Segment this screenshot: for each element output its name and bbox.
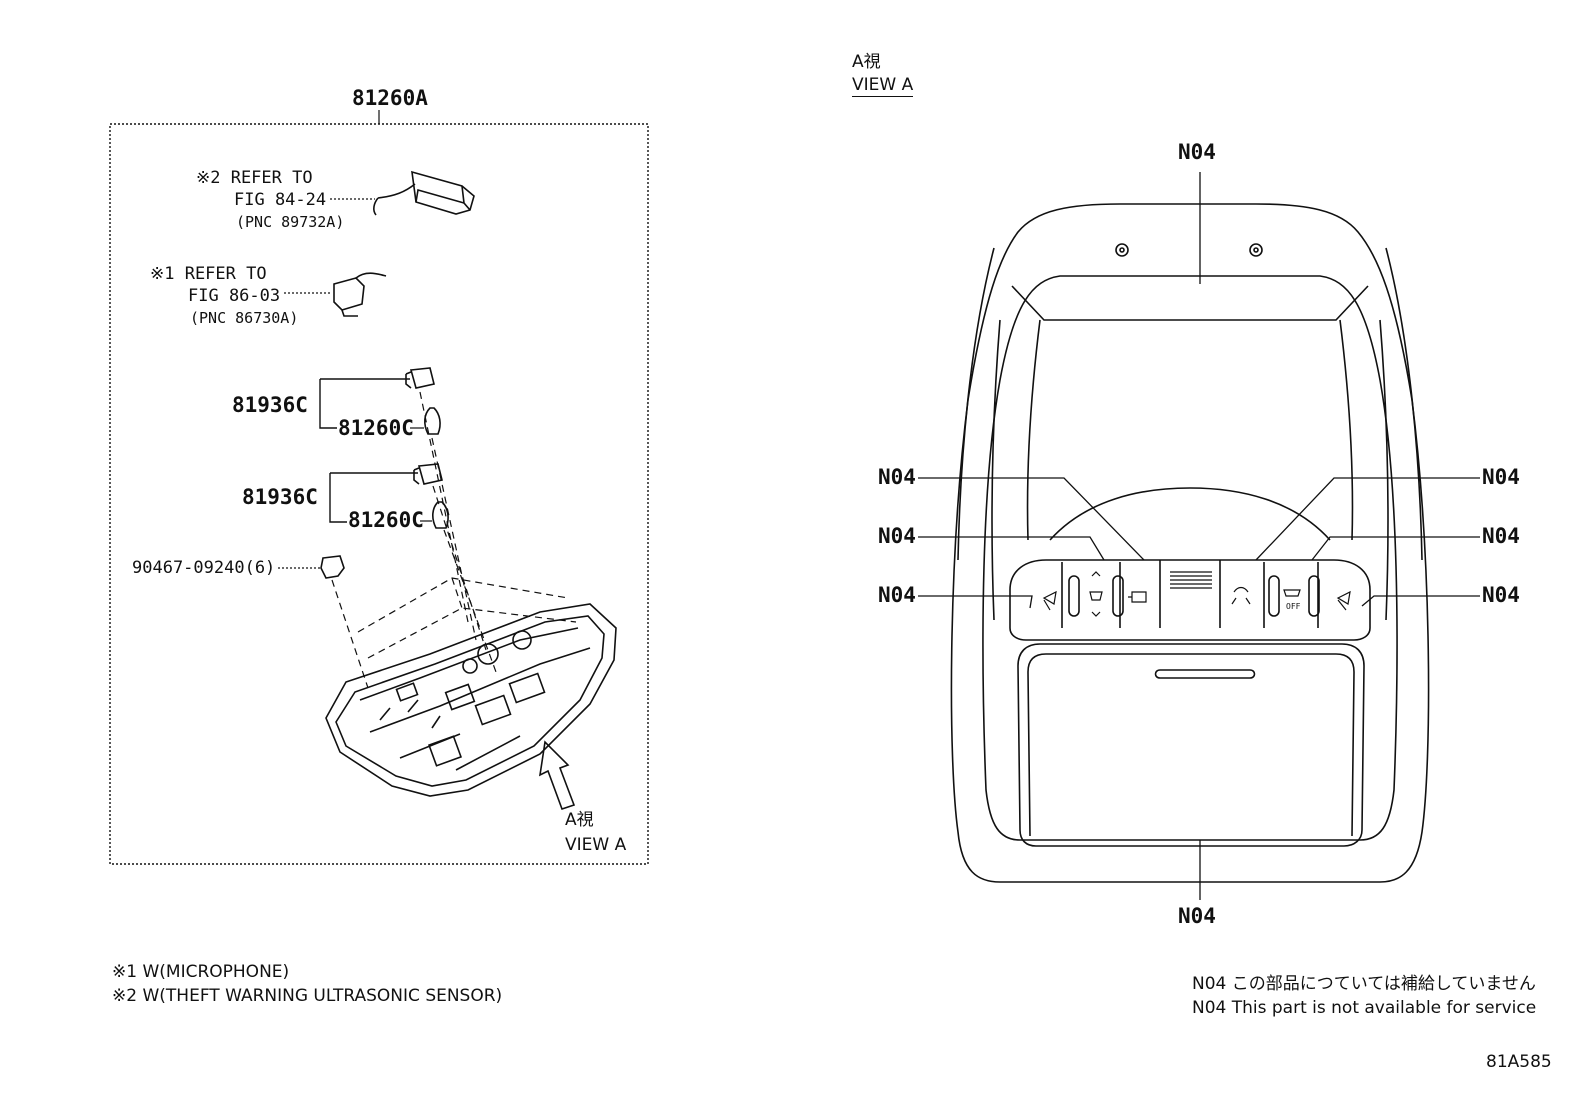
callout-n04-right-1: N04 — [1482, 465, 1520, 489]
part-81260c-lower: 81260C — [348, 508, 424, 532]
footnote-2: ※2 W(THEFT WARNING ULTRASONIC SENSOR) — [112, 986, 503, 1006]
callout-n04-left-2: N04 — [878, 524, 916, 548]
view-a-jp-right: A視 — [852, 52, 881, 72]
part-81936c-upper: 81936C — [232, 393, 308, 417]
footnote-1: ※1 W(MICROPHONE) — [112, 962, 290, 982]
callout-n04-top: N04 — [1178, 140, 1216, 164]
assembly-guide-lines — [331, 391, 577, 689]
overhead-console-assembly — [325, 603, 617, 797]
callout-n04-left-1: N04 — [878, 465, 916, 489]
n04-note-jp: N04 この部品につていては補給していません — [1192, 974, 1536, 994]
bulb-81260c-lower — [420, 501, 449, 529]
ref2-line3: (PNC 89732A) — [236, 213, 345, 231]
assembly-label: 81260A — [352, 86, 428, 110]
ref2-line1: ※2 REFER TO — [196, 168, 313, 188]
view-a-en-left: VIEW A — [565, 835, 627, 855]
console-view-a — [950, 203, 1430, 883]
switch-off-text: OFF — [1286, 602, 1301, 611]
part-81936c-lower: 81936C — [242, 485, 318, 509]
ref1-line1: ※1 REFER TO — [150, 264, 267, 284]
switch-81936c-upper — [319, 367, 435, 429]
ref1-line2: FIG 86-03 — [188, 286, 281, 306]
callout-n04-bottom: N04 — [1178, 904, 1216, 928]
callout-n04-left-3: N04 — [878, 583, 916, 607]
ref2-line2: FIG 84-24 — [234, 190, 327, 210]
part-81260c-upper: 81260C — [338, 416, 414, 440]
callout-n04-right-3: N04 — [1482, 583, 1520, 607]
view-a-arrow — [538, 740, 576, 811]
callout-leaders — [918, 172, 1480, 900]
figure-code: 81A585 — [1486, 1052, 1552, 1072]
bulb-81260c-upper — [410, 407, 441, 435]
switch-81936c-lower — [329, 463, 443, 523]
ultrasonic-sensor-part — [330, 170, 475, 216]
part-clip: 90467-09240(6) — [132, 558, 276, 578]
callout-n04-right-2: N04 — [1482, 524, 1520, 548]
n04-note-en: N04 This part is not available for servi… — [1192, 998, 1537, 1018]
assembly-frame — [109, 123, 649, 865]
view-a-en-right: VIEW A — [852, 75, 914, 97]
ref1-line3: (PNC 86730A) — [190, 309, 299, 327]
microphone-part — [284, 272, 387, 317]
view-a-jp-left: A視 — [565, 810, 594, 830]
clip-part — [278, 555, 345, 579]
